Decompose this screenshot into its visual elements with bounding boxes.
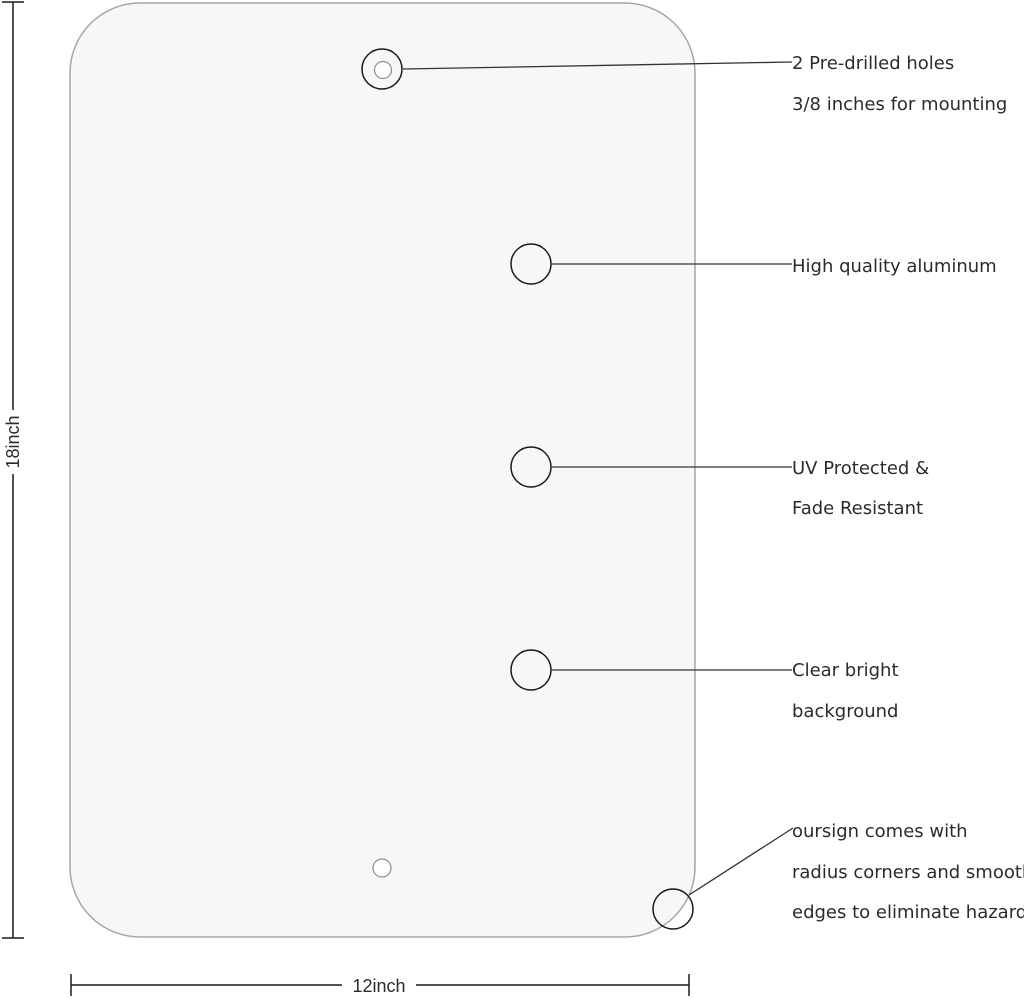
corners-text-line1: oursign comes with [792, 821, 968, 842]
holes-text-line2: 3/8 inches for mounting [792, 94, 1007, 115]
material-text: High quality aluminum [792, 256, 997, 277]
corners-text-line3: edges to eliminate hazard [792, 902, 1024, 923]
width-label: 12inch [352, 976, 405, 996]
uv-text-line2: Fade Resistant [792, 498, 923, 519]
holes-text-line1: 2 Pre-drilled holes [792, 53, 954, 74]
top-mounting-hole [373, 60, 393, 80]
corners-text-line2: radius corners and smooth [792, 862, 1024, 883]
background-text-line2: background [792, 701, 898, 722]
uv-text-line1: UV Protected & [792, 458, 929, 479]
width-dimension: 12inch [70, 974, 690, 996]
height-dimension: 18inch [2, 1, 24, 939]
height-label: 18inch [3, 415, 23, 468]
leader-line-corners [688, 827, 794, 896]
bottom-mounting-hole [372, 858, 392, 878]
sign-panel [69, 2, 696, 938]
leader-line-holes [402, 61, 793, 70]
callout-marker-corners [652, 888, 694, 930]
background-text-line1: Clear bright [792, 660, 899, 681]
callout-marker-holes [361, 48, 403, 90]
